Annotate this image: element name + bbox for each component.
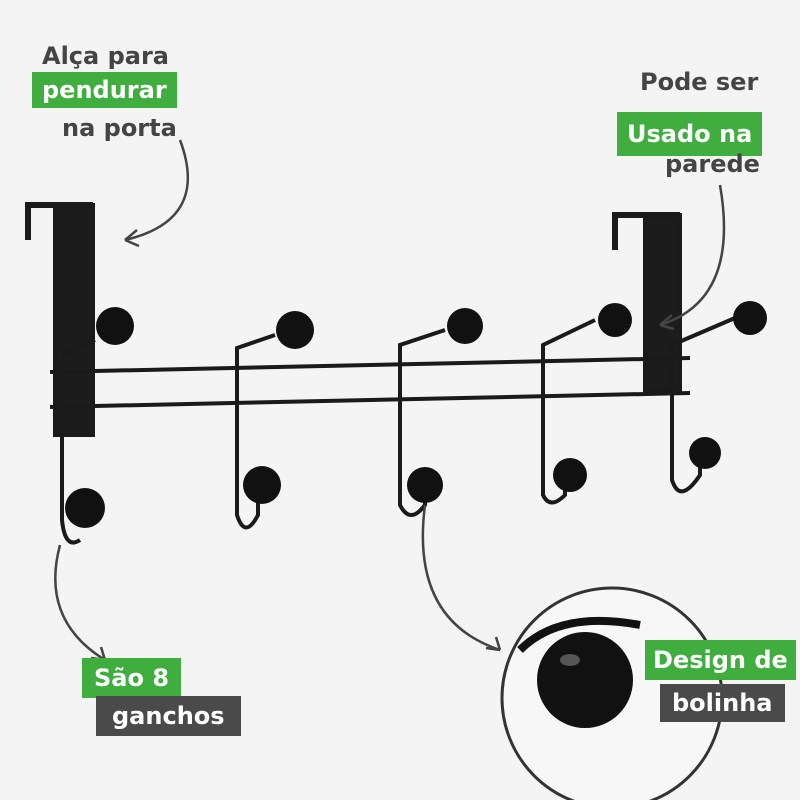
design-label-line1: Design de	[645, 640, 796, 680]
hook	[670, 316, 736, 494]
wall-label-line2: Usado na	[617, 112, 763, 156]
wall-label-line1: Pode ser	[640, 68, 759, 96]
arrows	[54, 139, 726, 662]
lower-rail	[49, 391, 691, 409]
hooks-label-line1: São 8	[82, 658, 182, 698]
upper-rail	[49, 356, 691, 374]
hook	[60, 338, 96, 545]
rack	[25, 202, 736, 545]
hook	[541, 318, 596, 505]
design-label-line2: bolinha	[660, 684, 785, 722]
balls	[65, 301, 767, 528]
right-door-bracket	[643, 213, 682, 392]
hook	[235, 333, 276, 530]
handle-label-line2: pendurar	[32, 72, 177, 108]
handle-label-line3: na porta	[62, 114, 177, 142]
hooks-label-line2: ganchos	[96, 696, 241, 736]
wall-label-line3: parede	[665, 150, 760, 178]
handle-label-line1: Alça para	[42, 42, 169, 70]
